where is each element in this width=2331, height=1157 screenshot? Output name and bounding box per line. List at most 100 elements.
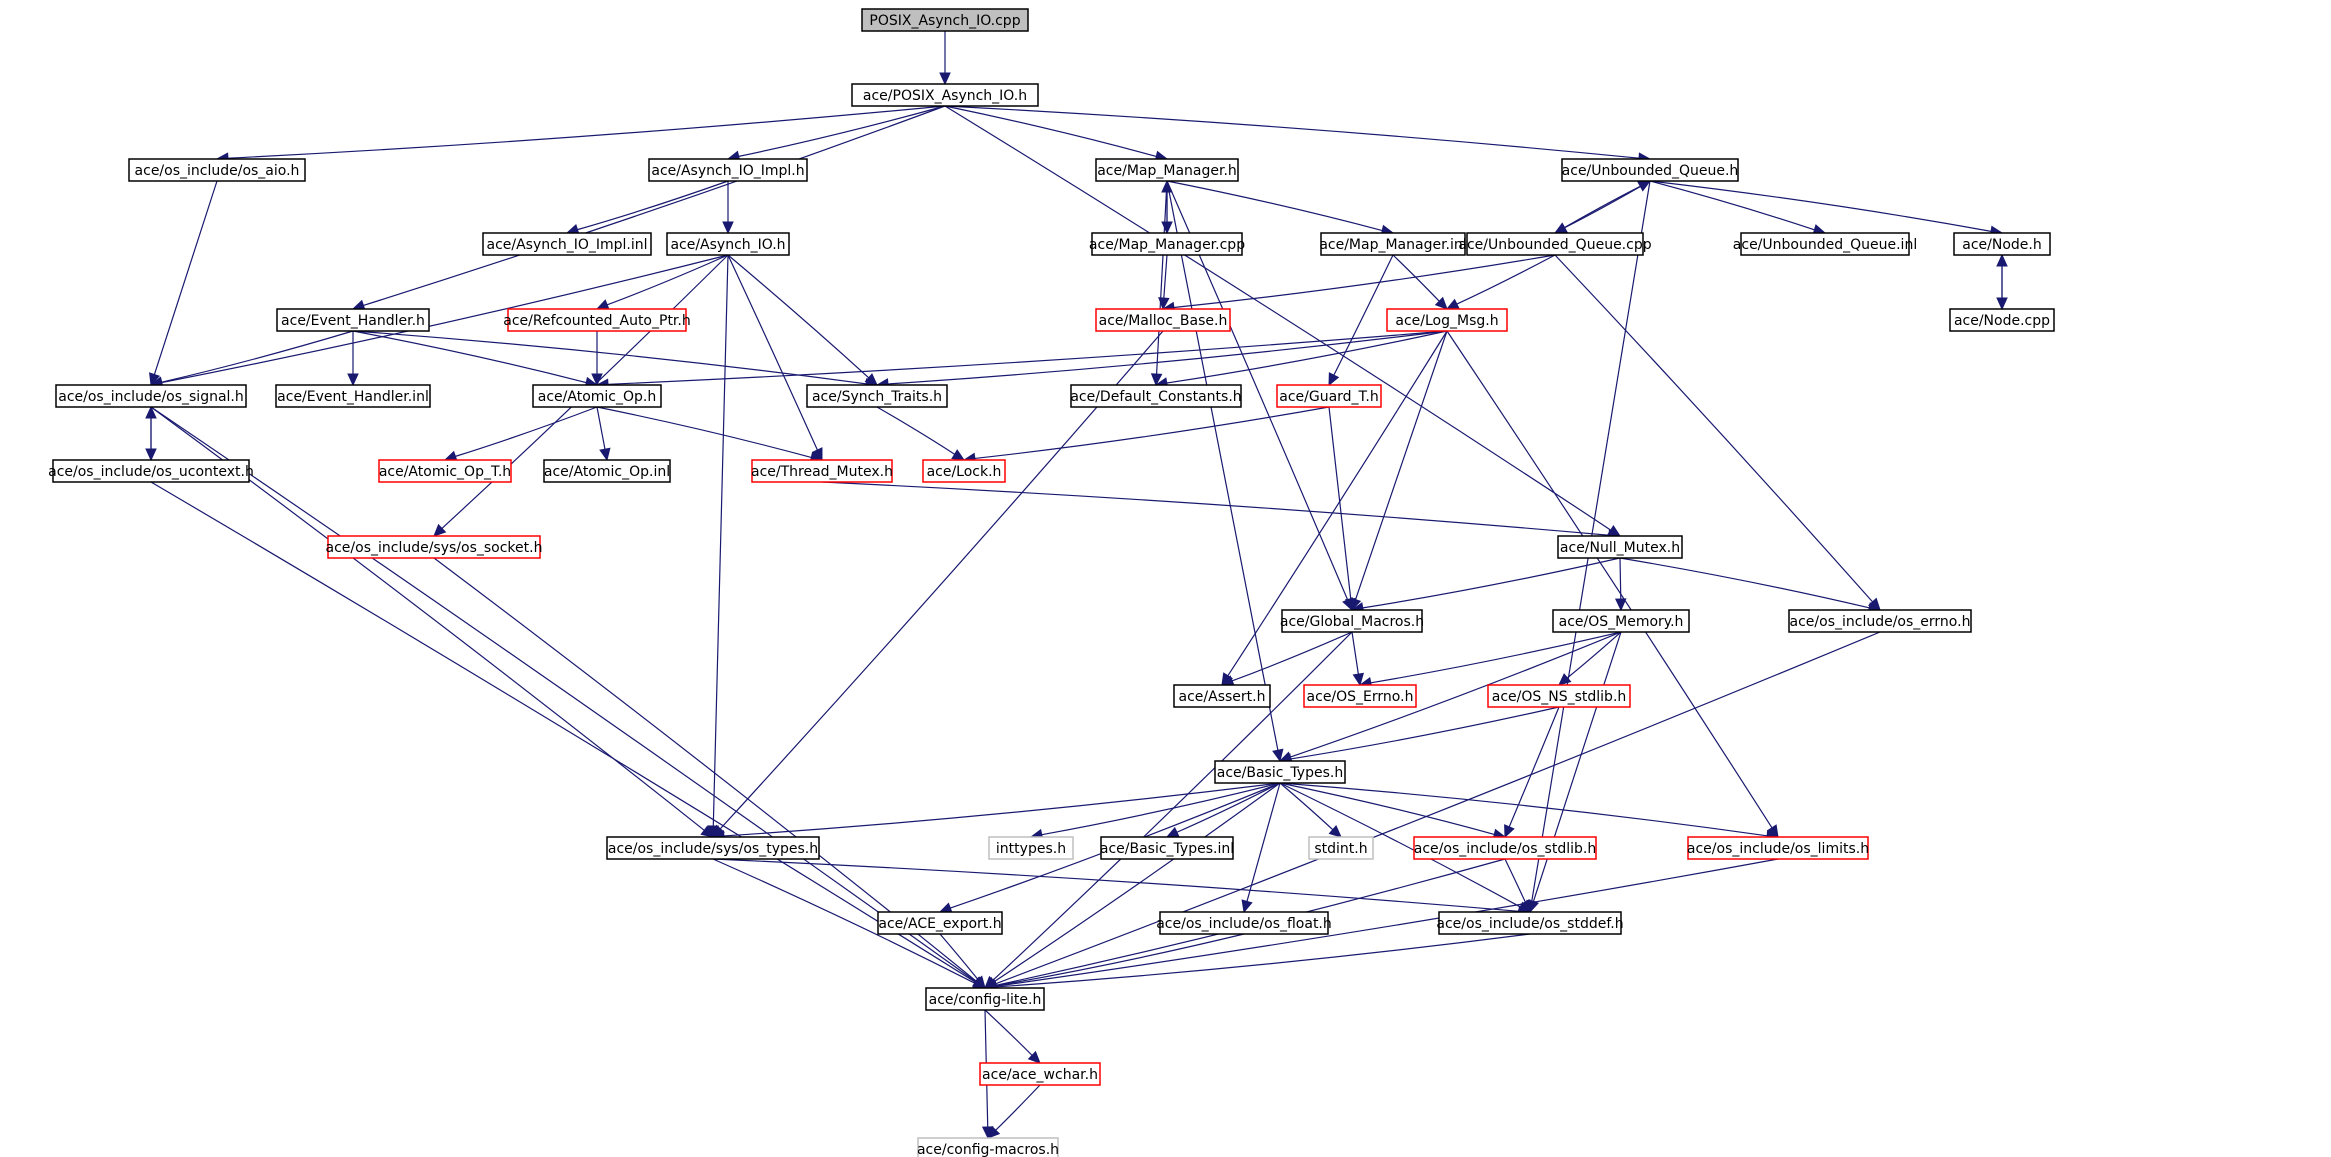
- edge-Thread_Mutex_h-to-Null_Mutex_h: [821, 481, 1622, 541]
- edge-os_errno_h-to-config_lite_h: [983, 631, 1881, 990]
- node-box: [1438, 911, 1622, 935]
- edge-os_stdlib_h-to-os_stddef_h: [1504, 858, 1531, 914]
- node-os-ns-stdlib-h[interactable]: ace/OS_NS_stdlib.h: [1487, 684, 1631, 708]
- edge-Guard_T_h-to-Lock_h: [962, 406, 1330, 465]
- node-ace-export-h[interactable]: ace/ACE_export.h: [877, 911, 1003, 935]
- edge-Map_Manager_h-to-Basic_Types_h: [1166, 180, 1284, 763]
- edge-Global_Macros_h-to-OS_Errno_h: [1351, 631, 1364, 687]
- node-label: ace/Atomic_Op_T.h: [379, 464, 511, 480]
- edge-Atomic_Op_h-to-Atomic_Op_T_h: [443, 406, 598, 462]
- edge-Atomic_Op_h-to-Thread_Mutex_h: [596, 406, 824, 463]
- node-map-manager-inl[interactable]: ace/Map_Manager.inl: [1319, 232, 1467, 256]
- node-os-ucontext-h[interactable]: ace/os_include/os_ucontext.h: [48, 459, 254, 483]
- edge-Atomic_Op_h-to-Atomic_Op_inl: [596, 406, 611, 462]
- node-os-socket-h[interactable]: ace/os_include/sys/os_socket.h: [326, 535, 543, 559]
- node-label: ace/Default_Constants.h: [1070, 389, 1241, 405]
- node-synch-traits-h[interactable]: ace/Synch_Traits.h: [806, 384, 948, 408]
- node-atomic-op-t-h[interactable]: ace/Atomic_Op_T.h: [378, 459, 512, 483]
- node-box: [543, 459, 671, 483]
- edge-config_lite_h-to-ace_wchar_h: [984, 1009, 1041, 1064]
- node-assert-h[interactable]: ace/Assert.h: [1173, 684, 1271, 708]
- node-label: ace/os_include/os_stddef.h: [1436, 916, 1623, 932]
- node-label: ace/Map_Manager.cpp: [1089, 237, 1245, 253]
- node-event-handler-h[interactable]: ace/Event_Handler.h: [276, 308, 430, 332]
- node-unbounded-queue-h[interactable]: ace/Unbounded_Queue.h: [1561, 158, 1739, 182]
- node-os-stdlib-h[interactable]: ace/os_include/os_stdlib.h: [1413, 836, 1597, 860]
- node-box: [275, 384, 431, 408]
- node-asynch-io-h[interactable]: ace/Asynch_IO.h: [666, 232, 790, 256]
- node-os-memory-h[interactable]: ace/OS_Memory.h: [1552, 609, 1690, 633]
- node-label: ace/Malloc_Base.h: [1099, 313, 1228, 329]
- node-asynch-io-impl-inl[interactable]: ace/Asynch_IO_Impl.inl: [482, 232, 652, 256]
- node-label: ace/Synch_Traits.h: [812, 389, 942, 405]
- edge-os_signal_h-to-config_lite_h: [150, 406, 986, 989]
- node-map-manager-h[interactable]: ace/Map_Manager.h: [1095, 158, 1239, 182]
- node-os-errno-h[interactable]: ace/os_include/os_errno.h: [1788, 609, 1972, 633]
- node-box: [1557, 535, 1683, 559]
- node-inttypes-h[interactable]: inttypes.h: [988, 836, 1074, 860]
- node-basic-types-inl[interactable]: ace/Basic_Types.inl: [1100, 836, 1234, 860]
- node-config-lite-h[interactable]: ace/config-lite.h: [925, 987, 1045, 1011]
- node-os-float-h[interactable]: ace/os_include/os_float.h: [1156, 911, 1332, 935]
- node-box: [851, 83, 1039, 107]
- node-box: [917, 1137, 1059, 1157]
- node-os-aio-h[interactable]: ace/os_include/os_aio.h: [128, 158, 306, 182]
- node-lock-h[interactable]: ace/Lock.h: [922, 459, 1006, 483]
- node-atomic-op-h[interactable]: ace/Atomic_Op.h: [532, 384, 662, 408]
- node-refcounted-auto-ptr-h[interactable]: ace/Refcounted_Auto_Ptr.h: [503, 308, 691, 332]
- node-label: ace/Basic_Types.inl: [1100, 841, 1234, 857]
- node-log-msg-h[interactable]: ace/Log_Msg.h: [1386, 308, 1508, 332]
- node-os-types-h[interactable]: ace/os_include/sys/os_types.h: [606, 836, 820, 860]
- node-os-stddef-h[interactable]: ace/os_include/os_stddef.h: [1436, 911, 1624, 935]
- node-posix-asynch-io-h[interactable]: ace/POSIX_Asynch_IO.h: [851, 83, 1039, 107]
- node-atomic-op-inl[interactable]: ace/Atomic_Op.inl: [543, 459, 671, 483]
- node-box: [1091, 232, 1243, 256]
- edge-Null_Mutex_h-to-OS_Memory_h: [1615, 557, 1627, 612]
- node-posix-asynch-io-cpp[interactable]: POSIX_Asynch_IO.cpp: [861, 8, 1029, 32]
- node-unbounded-queue-cpp[interactable]: ace/Unbounded_Queue.cpp: [1458, 232, 1652, 256]
- node-os-signal-h[interactable]: ace/os_include/os_signal.h: [55, 384, 247, 408]
- node-label: ace/Atomic_Op.inl: [544, 464, 670, 480]
- node-box: [1413, 836, 1597, 860]
- node-label: ace/Event_Handler.h: [281, 313, 425, 329]
- node-box: [922, 459, 1006, 483]
- node-label: ace/Asynch_IO_Impl.h: [651, 163, 804, 179]
- node-box: [1214, 760, 1346, 784]
- edge-Guard_T_h-to-Global_Macros_h: [1328, 406, 1357, 612]
- node-box: [1095, 158, 1239, 182]
- node-box: [979, 1062, 1101, 1086]
- node-event-handler-inl[interactable]: ace/Event_Handler.inl: [275, 384, 431, 408]
- node-node-h[interactable]: ace/Node.h: [1953, 232, 2051, 256]
- node-label: ace/os_include/sys/os_socket.h: [326, 540, 543, 556]
- node-stdint-h[interactable]: stdint.h: [1308, 836, 1374, 860]
- node-null-mutex-h[interactable]: ace/Null_Mutex.h: [1557, 535, 1683, 559]
- node-node-cpp[interactable]: ace/Node.cpp: [1949, 308, 2055, 332]
- edge-Unbounded_Queue_cpp-to-Malloc_Base_h: [1161, 254, 1556, 314]
- node-os-limits-h[interactable]: ace/os_include/os_limits.h: [1687, 836, 1869, 860]
- node-asynch-io-impl-h[interactable]: ace/Asynch_IO_Impl.h: [648, 158, 808, 182]
- node-malloc-base-h[interactable]: ace/Malloc_Base.h: [1095, 308, 1231, 332]
- node-default-constants-h[interactable]: ace/Default_Constants.h: [1070, 384, 1242, 408]
- node-guard-t-h[interactable]: ace/Guard_T.h: [1276, 384, 1382, 408]
- edge-OS_Memory_h-to-OS_Errno_h: [1358, 631, 1622, 689]
- node-ace-wchar-h[interactable]: ace/ace_wchar.h: [979, 1062, 1101, 1086]
- node-thread-mutex-h[interactable]: ace/Thread_Mutex.h: [751, 459, 893, 483]
- node-box: [877, 911, 1003, 935]
- edge-Asynch_IO_Impl_h-to-Asynch_IO_Impl_inl: [565, 180, 729, 235]
- node-os-errno-h[interactable]: ace/OS_Errno.h: [1303, 684, 1417, 708]
- node-map-manager-cpp[interactable]: ace/Map_Manager.cpp: [1089, 232, 1245, 256]
- node-basic-types-h[interactable]: ace/Basic_Types.h: [1214, 760, 1346, 784]
- node-unbounded-queue-inl[interactable]: ace/Unbounded_Queue.inl: [1733, 232, 1917, 256]
- node-box: [482, 232, 652, 256]
- node-label: ace/Thread_Mutex.h: [751, 464, 893, 480]
- edge-Global_Macros_h-to-Assert_h: [1220, 631, 1353, 687]
- node-box: [128, 158, 306, 182]
- edge-ace_wchar_h-to-config_macros_h: [987, 1084, 1041, 1139]
- node-label: ace/os_include/os_stdlib.h: [1414, 841, 1596, 857]
- node-box: [327, 535, 541, 559]
- node-config-macros-h[interactable]: ace/config-macros.h: [917, 1137, 1059, 1157]
- node-global-macros-h[interactable]: ace/Global_Macros.h: [1280, 609, 1424, 633]
- node-box: [276, 308, 430, 332]
- edge-Map_Manager_h-to-Map_Manager_inl: [1166, 180, 1395, 237]
